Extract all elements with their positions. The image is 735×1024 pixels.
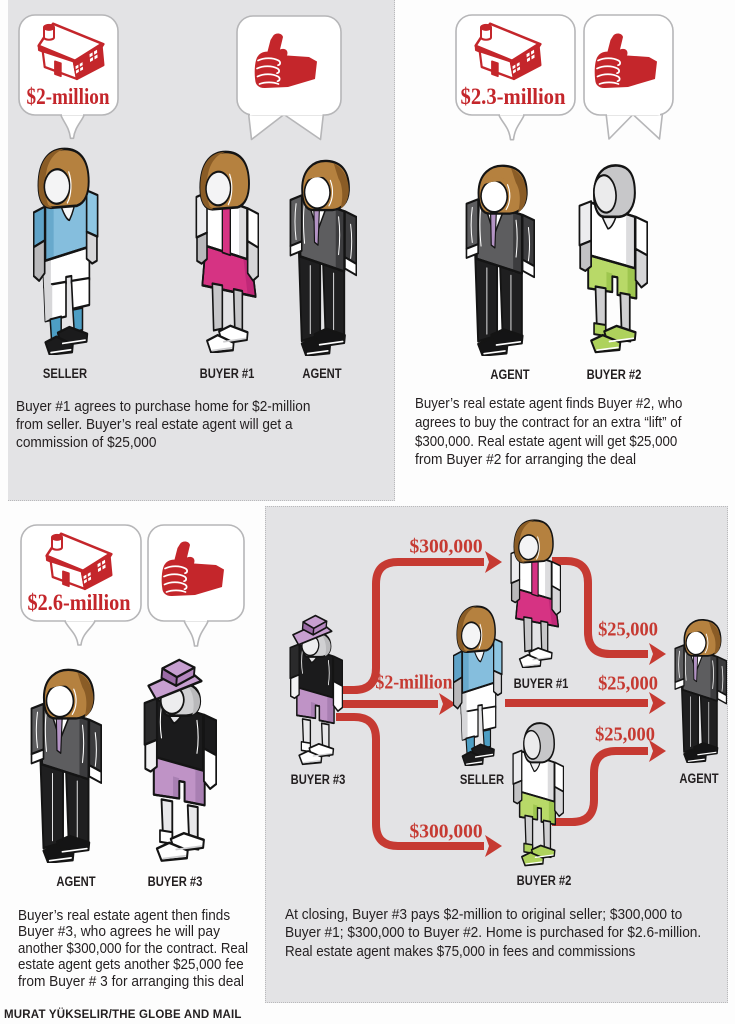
svg-text:$2-million: $2-million [27,84,110,109]
svg-text:$2.6-million: $2.6-million [28,590,131,615]
svg-text:$2.3-million: $2.3-million [461,84,566,109]
